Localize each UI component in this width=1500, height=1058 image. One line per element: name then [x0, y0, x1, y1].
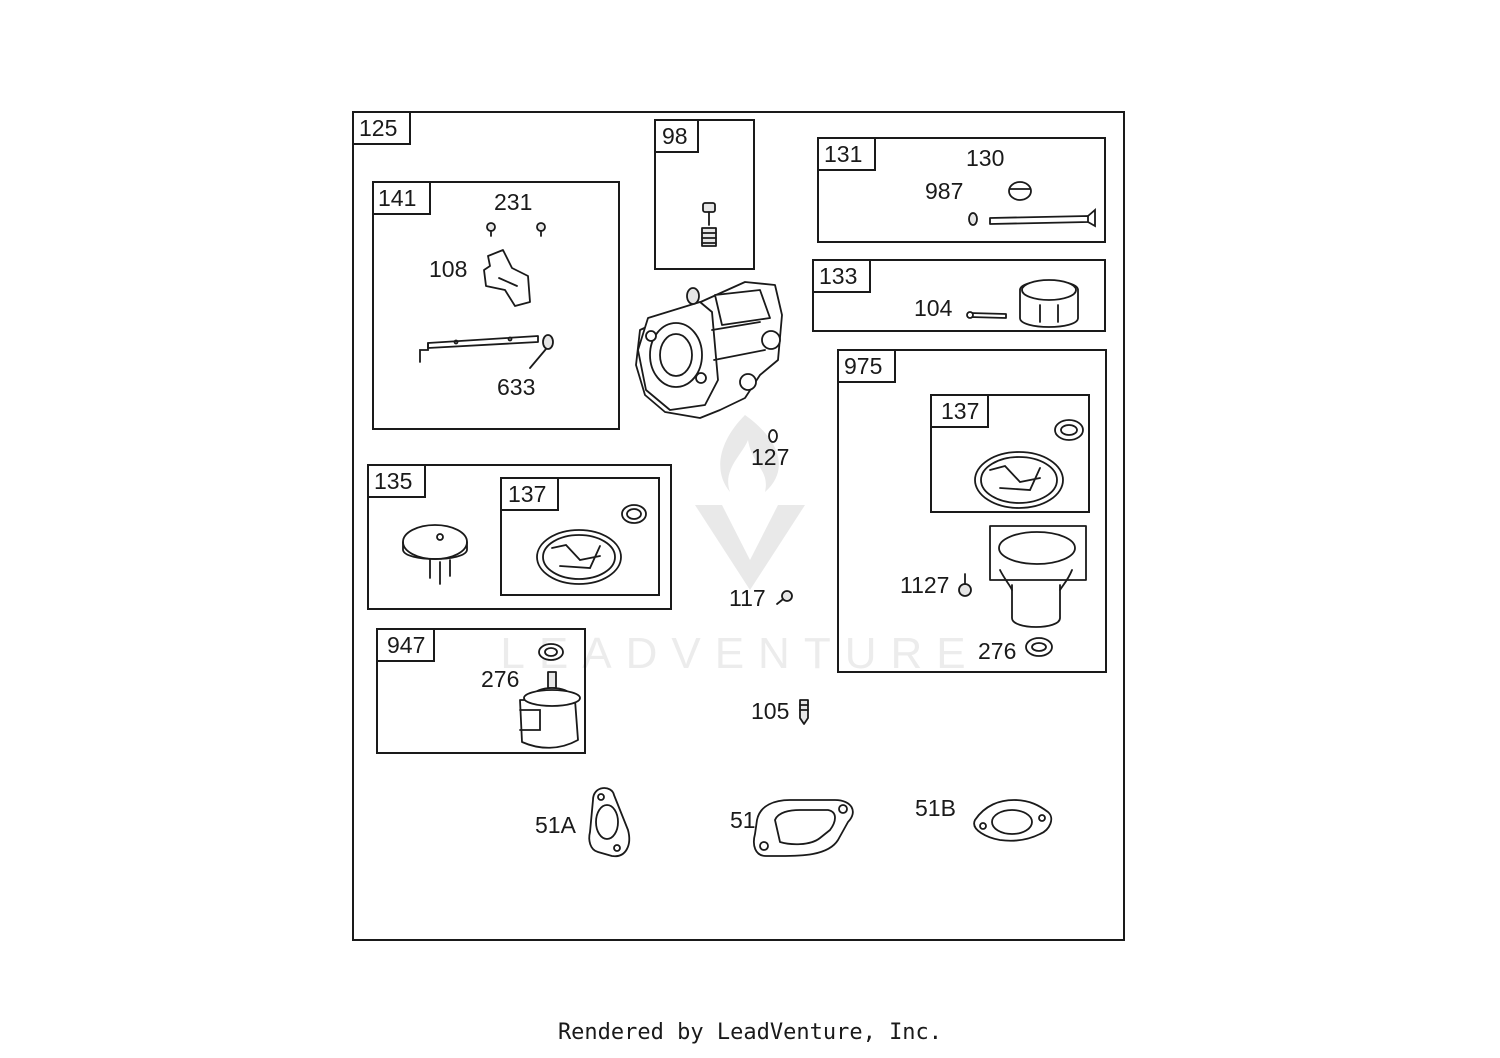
label-51: 51	[730, 807, 756, 833]
part-carburetor-body	[635, 281, 783, 419]
part-131-drawing	[968, 181, 1096, 228]
part-51a-gasket	[588, 787, 631, 857]
label-51b: 51B	[915, 795, 956, 821]
tag-947: 947	[387, 632, 425, 658]
label-1127: 1127	[900, 572, 949, 598]
leadventure-watermark-logo	[695, 415, 805, 590]
tag-133: 133	[819, 263, 857, 289]
tag-135: 135	[374, 468, 412, 494]
part-975-gasket-kit	[958, 419, 1087, 657]
group-133-frame	[812, 259, 1106, 332]
label-276-975: 276	[978, 638, 1016, 664]
tag-98: 98	[662, 123, 688, 149]
outer-frame	[352, 111, 1125, 941]
label-105: 105	[751, 698, 789, 724]
label-127: 127	[751, 444, 789, 470]
group-135-137-frame	[500, 477, 660, 596]
tag-141: 141	[378, 185, 416, 211]
part-947-solenoid	[519, 643, 581, 749]
label-117: 117	[729, 585, 766, 611]
tag-135-137: 137	[508, 481, 546, 507]
label-51a: 51A	[535, 812, 577, 838]
tag-975-137: 137	[941, 398, 979, 424]
part-117-screw	[776, 590, 793, 605]
part-133-drawing	[966, 279, 1079, 328]
tag-131: 131	[824, 141, 862, 167]
part-105-needle	[799, 699, 809, 725]
part-51-gasket	[753, 799, 854, 857]
tag-975: 975	[844, 353, 882, 379]
group-975-137-frame	[930, 394, 1090, 513]
part-127-oring	[768, 429, 778, 443]
label-108: 108	[429, 256, 467, 282]
tag-125-box	[352, 111, 411, 145]
group-947-frame	[376, 628, 586, 754]
label-987: 987	[925, 178, 963, 204]
part-141-drawing	[419, 222, 554, 369]
group-98-frame	[654, 119, 755, 270]
part-51b-gasket	[973, 799, 1053, 842]
label-231: 231	[494, 189, 532, 215]
group-131-frame	[817, 137, 1106, 243]
label-276-947: 276	[481, 666, 519, 692]
footer-credit: Rendered by LeadVenture, Inc.	[557, 1020, 943, 1045]
group-141-frame	[372, 181, 620, 430]
part-98-screw-spring	[701, 202, 717, 247]
tag-125: 125	[359, 115, 397, 141]
label-633: 633	[497, 374, 535, 400]
group-975-frame	[837, 349, 1107, 673]
label-104: 104	[914, 295, 953, 321]
part-135-drawing	[402, 504, 647, 585]
label-130: 130	[966, 145, 1004, 171]
watermark-text: LEADVENTURE	[500, 629, 979, 678]
group-135-frame	[367, 464, 672, 610]
